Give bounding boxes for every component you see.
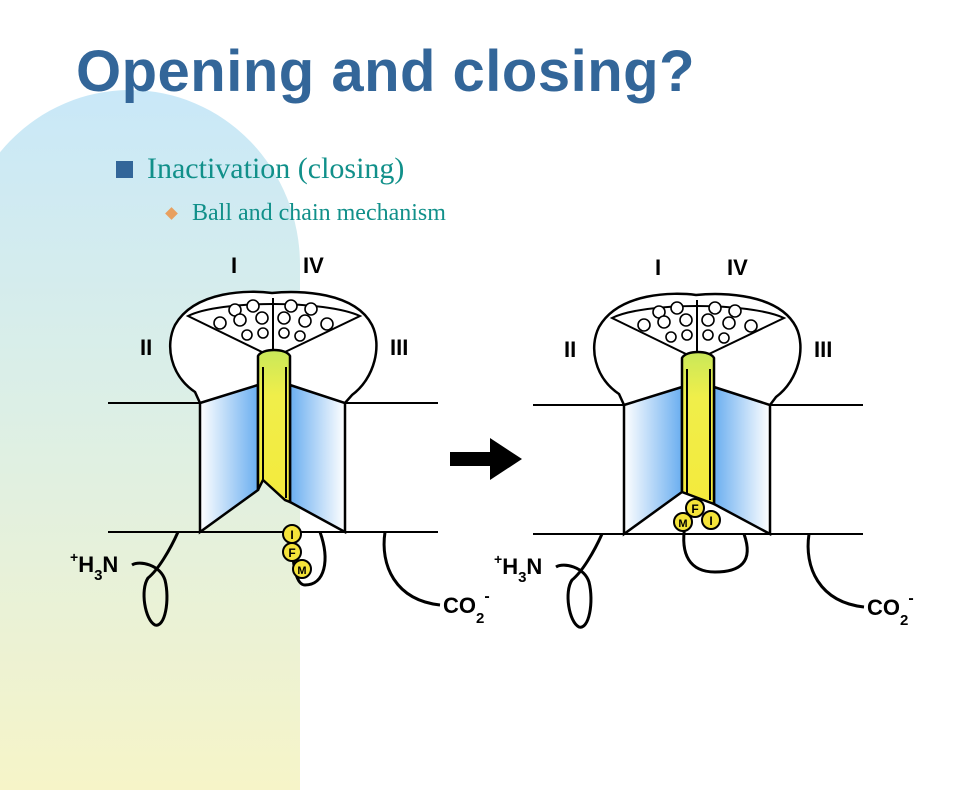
- n-terminal-chain: [555, 533, 604, 629]
- domain-label-iv: IV: [303, 253, 324, 278]
- ifm-ball-f: F: [282, 542, 302, 562]
- diamond-bullet-icon: [165, 207, 178, 220]
- inactivation-chain: [682, 524, 749, 574]
- n-terminal-chain: [131, 531, 180, 627]
- bullet-level1: Inactivation (closing): [116, 152, 404, 186]
- filter-circles: [213, 299, 334, 342]
- domain-label-iii: III: [390, 335, 408, 360]
- domain-label-ii: II: [140, 335, 152, 360]
- pore-channel: [256, 348, 292, 504]
- square-bullet-icon: [116, 160, 133, 178]
- domain-block-right: [288, 383, 347, 535]
- c-terminus-label: CO2-: [867, 590, 914, 629]
- svg-text:I: I: [290, 528, 293, 542]
- n-terminus-label: +H3N: [70, 549, 118, 584]
- domain-label-iv: IV: [727, 255, 748, 280]
- domain-label-iii: III: [814, 337, 832, 362]
- ion-channel-diagram: I F M I IV II III +H3N CO2-: [70, 253, 914, 629]
- bullet-level2-text: Ball and chain mechanism: [192, 200, 446, 226]
- pore-channel: [680, 350, 716, 506]
- bullet-level1-text: Inactivation (closing): [147, 152, 405, 185]
- ifm-ball-i: I: [701, 510, 721, 530]
- svg-text:I: I: [709, 514, 712, 528]
- domain-label-i: I: [655, 255, 661, 280]
- svg-text:F: F: [288, 546, 295, 560]
- filter-circles: [637, 301, 758, 344]
- n-terminus-label: +H3N: [494, 551, 542, 586]
- ifm-ball-i: I: [282, 524, 302, 544]
- c-terminus-label: CO2-: [443, 588, 490, 627]
- domain-block-left: [198, 383, 260, 535]
- c-terminal-chain: [382, 531, 441, 607]
- channel-open: I F M I IV II III +H3N CO2-: [70, 253, 490, 627]
- ifm-ball-m: M: [292, 559, 312, 579]
- svg-text:F: F: [691, 502, 698, 516]
- right-arrow-icon: [450, 438, 522, 480]
- svg-text:M: M: [297, 565, 306, 577]
- domain-block-left: [622, 385, 684, 537]
- channel-inactivated: F M I I IV II III +H3N CO2-: [494, 255, 914, 629]
- bullet-level2: Ball and chain mechanism: [165, 200, 446, 227]
- ifm-ball-f: F: [685, 498, 705, 518]
- c-terminal-chain: [806, 533, 865, 609]
- ifm-ball-m: M: [673, 512, 693, 532]
- domain-label-ii: II: [564, 337, 576, 362]
- domain-label-i: I: [231, 253, 237, 278]
- domain-block-right: [712, 385, 772, 537]
- slide-title: Opening and closing?: [76, 39, 695, 104]
- svg-text:M: M: [678, 518, 687, 530]
